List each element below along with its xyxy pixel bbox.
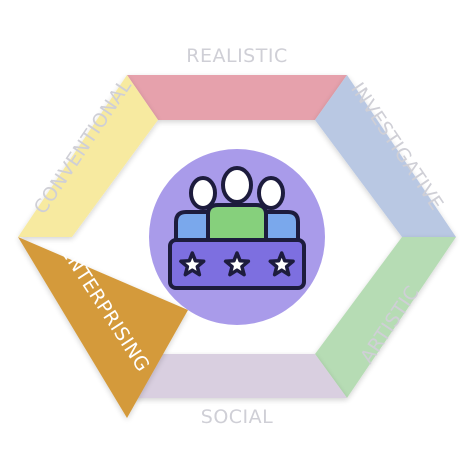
center-badge (149, 149, 325, 325)
segment-social[interactable] (127, 354, 347, 398)
rating-stars (179, 251, 295, 277)
middle-person-head (221, 166, 253, 204)
star-icon (179, 251, 206, 277)
star-icon (223, 251, 251, 277)
left-person-head (189, 176, 217, 210)
team-rating-icon (168, 166, 306, 290)
label-realistic: REALISTIC (186, 45, 287, 67)
segment-enterprising[interactable] (18, 237, 188, 418)
right-person-head (257, 176, 285, 210)
label-social: SOCIAL (201, 406, 273, 428)
hexagon-segments (18, 75, 456, 418)
segment-artistic[interactable] (315, 237, 456, 398)
segment-realistic[interactable] (127, 75, 347, 120)
star-icon (268, 251, 295, 277)
segment-conventional[interactable] (18, 75, 158, 237)
segment-investigative[interactable] (315, 75, 456, 237)
